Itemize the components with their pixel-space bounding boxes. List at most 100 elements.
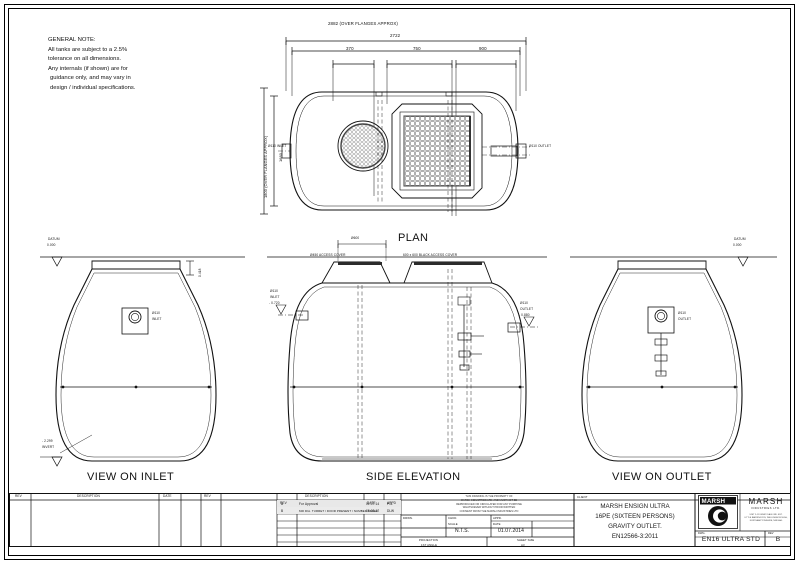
rev-header-rev-left: REV — [15, 494, 22, 498]
scale-value: N.T.S. — [455, 528, 470, 534]
client-label: CLIENT — [577, 495, 588, 499]
side-outlet-sub: OUTLET — [520, 307, 534, 311]
copyright-line-3: WHATSOEVER WITHOUT PRIOR WRITTEN — [462, 506, 516, 510]
inlet-port-label: Ø110 — [152, 311, 160, 315]
brand-address-1: LITTLE BARRINGTON, WELLINGBOROUGH, — [744, 517, 788, 520]
outlet-datum-label: DATUM — [734, 237, 746, 241]
brand-sub: INDUSTRIES LTD. — [751, 507, 781, 510]
view-on-inlet-title: VIEW ON INLET — [87, 471, 175, 483]
copyright-line-4: CONSENT FROM THE MARSH INDUSTRIES LTD — [459, 510, 519, 513]
general-note-line-2: Any internals (if shown) are for — [48, 65, 128, 72]
plan-inlet-label: Ø110 INLET — [268, 144, 287, 148]
plan-view-title: PLAN — [398, 232, 429, 244]
copyright-line-1: MARSH INDUSTRIES LTD. AND MUST NOT BE — [460, 498, 518, 502]
side-elevation-graphic — [267, 240, 547, 462]
view-on-outlet-graphic — [570, 256, 777, 462]
side-cover-dia: Ø600 — [351, 236, 360, 240]
drawing-number: EN16 ULTRA STD — [701, 536, 761, 543]
rev-row-0-date: 01.07.14 — [366, 501, 380, 506]
date-value: 01.07.2014 — [498, 528, 525, 534]
title-line-0: MARSH ENSIGN ULTRA — [600, 503, 670, 510]
brand-address-0: UNIT 5-11 DENBY DALE IND. EST. — [749, 514, 783, 516]
inlet-port-sub: INLET — [152, 317, 162, 321]
plan-dim-370: 370 — [346, 46, 354, 51]
rev-header-appd-mid: APPD — [387, 501, 397, 505]
general-note-heading: GENERAL NOTE: — [48, 37, 96, 43]
sheet-border-inner — [8, 8, 791, 556]
rev-row-1-description: 600 DIA. TURRET / DOOR PRESENT / NUMBER … — [299, 508, 379, 513]
side-round-cover-label: Ø450 ACCESS COVER — [310, 253, 346, 257]
inlet-datum-label: DATUM — [48, 237, 60, 241]
plan-dim-overall-flanges: 2882 (OVER FLANGES APPROX) — [328, 21, 398, 26]
copyright-line-0: THIS DRAWING IS THE PROPERTY OF — [465, 495, 513, 498]
brand-address-2: NORTHAMPTONSHIRE, NN8 4AG — [749, 520, 783, 523]
scale-label: SCALE — [448, 522, 458, 526]
brand-block: MARSH INDUSTRIES LTD. UNIT 5-11 DENBY DA… — [742, 497, 790, 523]
inlet-invert-value: - 2.299 — [42, 439, 53, 443]
title-block-grid — [9, 493, 791, 547]
inlet-top-dim: 0.418 — [198, 268, 202, 277]
outlet-port-sub: OUTLET — [678, 317, 692, 321]
dwg-label: DWG. — [698, 532, 706, 535]
side-inlet-level: - 0.720 — [269, 301, 280, 305]
inlet-invert-label: INVERT — [42, 445, 55, 449]
rev-label: REV — [768, 532, 774, 535]
rev-row-0-appd: PJL — [387, 501, 393, 506]
outlet-port-label: Ø110 — [678, 311, 686, 315]
plan-dim-overall-body: 2722 — [390, 33, 401, 38]
view-on-outlet: DATUM 0.000 Ø110 OUTLET VIEW ON OUTLET — [552, 235, 787, 485]
general-note-line-0: All tanks are subject to a 2.5% — [48, 46, 128, 53]
drawing-revision: B — [775, 536, 781, 543]
copyright-line-2: REPRODUCED OR CIRCULATED FOR ANY PURPOSE — [456, 502, 522, 506]
plan-view-graphic — [260, 37, 530, 216]
rev-row-0-description: For Approval — [299, 501, 319, 506]
title-block-region: REV DESCRIPTION DATE REV DESCRIPTION REV… — [9, 493, 791, 547]
title-line-1: 16PE (SIXTEEN PERSONS) — [595, 513, 675, 521]
logo-mark-word: MARSH — [701, 497, 726, 505]
projection-label: PROJECTION — [419, 538, 439, 542]
view-on-outlet-title: VIEW ON OUTLET — [612, 471, 712, 483]
view-on-inlet: DATUM 0.000 0.418 Ø110 INLET - 2.299 INV… — [30, 235, 260, 485]
chkd-label: CHKD. — [448, 516, 458, 520]
outlet-datum-value: 0.000 — [733, 243, 742, 247]
projection-value: 1ST ANGLE — [421, 542, 438, 547]
general-note-line-3: guidance only, and may vary in — [50, 75, 131, 82]
plan-dim-900: 900 — [479, 46, 487, 51]
side-inlet-dia: Ø110 — [270, 289, 278, 293]
rev-header-rev2-left: REV — [204, 494, 211, 498]
marsh-logo-graphic — [698, 495, 738, 529]
rev-row-1-rev: B — [281, 508, 284, 513]
plan-dim-750: 750 — [413, 46, 421, 51]
general-note: GENERAL NOTE: All tanks are subject to a… — [48, 36, 136, 93]
side-elevation: Ø600 Ø450 ACCESS COVER 600 x 600 BLACK A… — [262, 235, 552, 485]
title-line-3: EN12566-3:2011 — [611, 533, 659, 541]
drawn-label: DRWN. — [403, 516, 413, 520]
plan-outlet-label: Ø110 OUTLET — [529, 144, 552, 148]
side-square-cover-label: 600 x 600 BLACK ACCESS COVER — [403, 253, 458, 257]
side-outlet-dia: Ø110 — [520, 301, 528, 305]
side-inlet-sub: INLET — [270, 295, 280, 299]
plan-dim-width-body: 1680 — [278, 152, 283, 162]
sheet-size-label: SHEET SIZE — [517, 538, 535, 542]
view-on-inlet-graphic — [40, 256, 245, 467]
plan-view: 2882 (OVER FLANGES APPROX) 2722 370 750 … — [250, 16, 552, 246]
brand-name: MARSH — [748, 497, 784, 506]
rev-header-desc-left: DESCRIPTION — [77, 494, 100, 498]
general-note-line-4: design / individual specifications. — [50, 84, 136, 91]
date-label: DATE — [493, 522, 501, 526]
side-elevation-title: SIDE ELEVATION — [366, 471, 461, 483]
inlet-datum-value: 0.000 — [47, 243, 56, 247]
marsh-logo: MARSH — [698, 495, 738, 529]
rev-header-desc-mid: DESCRIPTION — [305, 494, 328, 498]
drawing-title: MARSH ENSIGN ULTRA 16PE (SIXTEEN PERSONS… — [575, 502, 695, 542]
side-outlet-level: - 0.880 — [519, 313, 530, 317]
rev-header-date-left: DATE — [163, 494, 172, 498]
sheet-border-outer — [4, 4, 795, 560]
rev-header-date-mid: DATE — [367, 501, 376, 505]
rev-row-1-appd: DLW — [387, 508, 395, 513]
general-note-line-1: tolerance on all dimensions. — [48, 56, 122, 63]
title-line-2: GRAVITY OUTLET. — [608, 523, 662, 531]
rev-header-rev-mid: REV — [280, 501, 287, 505]
rev-row-1-date: 09.03.17 — [366, 508, 380, 513]
